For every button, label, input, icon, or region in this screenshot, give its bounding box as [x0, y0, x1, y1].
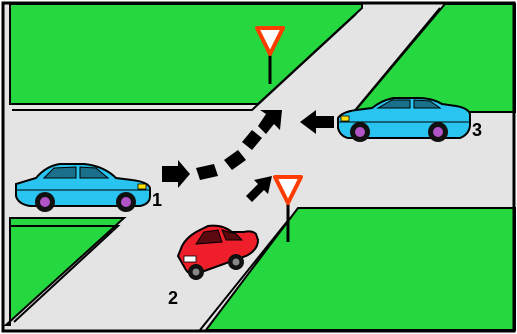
- dash-3: [242, 130, 262, 150]
- grass-bottom-left-edge: [10, 225, 121, 323]
- yield-sign-top: [255, 26, 285, 84]
- dash-1: [196, 164, 218, 180]
- arrow-1-tip: [258, 110, 282, 134]
- grass-top-left-edge: [12, 13, 357, 111]
- arrow-1-head: [162, 160, 190, 188]
- vehicle-3-car: [337, 97, 471, 142]
- dash-2: [224, 150, 246, 170]
- path-arrow-vehicle-2: [246, 176, 272, 202]
- yield-sign-bottom-right: [273, 175, 303, 242]
- path-arrow-vehicle-3: [300, 110, 334, 134]
- grass-top-right-edge: [351, 7, 441, 115]
- grass-bottom-right-edge: [199, 217, 291, 331]
- grass-bottom-left: [3, 217, 127, 326]
- vehicle-3-label: 3: [472, 120, 482, 140]
- vehicle-2-label: 2: [168, 288, 178, 308]
- vehicle-2-car: [176, 224, 260, 280]
- path-arrow-vehicle-1: [162, 110, 282, 188]
- vehicle-1-label: 1: [152, 190, 162, 210]
- vehicle-1-car: [15, 163, 151, 212]
